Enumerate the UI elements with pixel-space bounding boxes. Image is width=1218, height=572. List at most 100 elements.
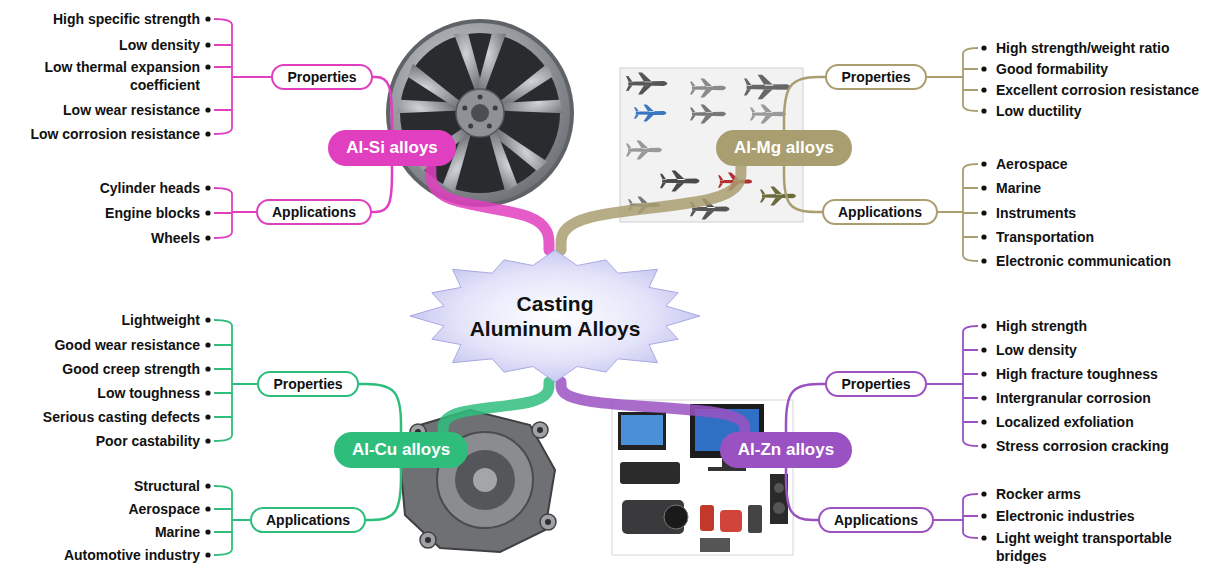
central-starburst: Casting Aluminum Alloys [410,250,700,382]
bullet-dot [205,390,210,395]
brace-lines [205,16,986,557]
bullet-label: Rocker arms [996,485,1081,503]
brace-line [214,486,250,555]
bullet-dot [205,414,210,419]
bullet-dot [205,483,210,488]
node-text: Properties [287,68,356,86]
bullet-dot [205,529,210,534]
node-text: Properties [273,375,342,393]
brace-line [927,326,978,446]
category-connector [373,77,392,130]
bullet-dot [981,491,986,496]
branch-connector [443,382,549,432]
bullet-label: Good wear resistance [54,336,200,354]
node-text: Properties [841,375,910,393]
bullet-label: Localized exfoliation [996,413,1134,431]
category-connector [359,384,401,432]
bullet-dot [981,234,986,239]
bullet-dot [981,45,986,50]
bullet-dot [981,87,986,92]
bullet-label: Electronic industries [996,507,1134,525]
bullet-label: Low ductility [996,102,1082,120]
bullet-dot [205,107,210,112]
alloy-branch-pill: Al-Cu alloys [334,432,468,468]
alloy-branch-pill: Al-Mg alloys [716,130,852,166]
category-pill: Properties [257,371,358,397]
bullet-label: Good formability [996,60,1108,78]
bullet-label: Aerospace [996,155,1068,173]
bullet-label: Cylinder heads [100,179,200,197]
bullet-dot [205,552,210,557]
bullet-label: Low density [119,36,200,54]
alloy-branch-pill: Al-Zn alloys [720,432,852,468]
node-text: Applications [266,511,350,529]
bullet-dot [205,16,210,21]
node-text: Al-Cu alloys [352,439,450,461]
starburst-outline [410,250,700,382]
bullet-label: Low thermal expansion coefficient [20,58,200,94]
bullet-label: Structural [134,477,200,495]
bullet-label: Lightweight [121,311,200,329]
branch-connector [561,166,741,250]
bullet-label: High fracture toughness [996,365,1158,383]
node-text: Applications [834,511,918,529]
category-connector [372,166,392,212]
brace-line [214,320,257,441]
bullet-dot [205,438,210,443]
node-text: Applications [838,203,922,221]
bullet-label: Good creep strength [62,360,200,378]
node-text: Casting Aluminum Alloys [465,291,645,341]
category-pill: Applications [822,199,938,225]
bullet-label: Serious casting defects [43,408,200,426]
bullet-dot [205,131,210,136]
bullet-label: Low density [996,341,1077,359]
bullet-dot [205,185,210,190]
bullet-dot [981,347,986,352]
bullet-dot [205,64,210,69]
brace-line [214,188,256,238]
bullet-label: Poor castability [96,432,200,450]
node-text: Properties [841,68,910,86]
brace-line [214,19,271,134]
bullet-label: Marine [155,523,200,541]
bullet-label: High strength [996,317,1087,335]
category-connector [366,468,401,520]
bullet-dot [205,317,210,322]
bullet-dot [981,66,986,71]
category-pill: Applications [250,507,366,533]
bullet-label: Low wear resistance [63,101,200,119]
category-connector [784,77,825,130]
bullet-label: High specific strength [53,10,200,28]
bullet-dot [981,371,986,376]
bullet-label: Transportation [996,228,1094,246]
bullet-label: Engine blocks [105,204,200,222]
bullet-label: Light weight transportable bridges [996,529,1210,565]
bullet-dot [981,258,986,263]
brace-line [934,494,978,538]
bullet-label: Low corrosion resistance [30,125,200,143]
category-connector [786,468,818,520]
branch-connector [561,382,745,432]
bullet-dot [981,323,986,328]
bullet-label: Stress corrosion cracking [996,437,1169,455]
bullet-label: Excellent corrosion resistance [996,81,1199,99]
brace-line [927,48,978,111]
category-pill: Applications [818,507,934,533]
category-connector [786,384,825,432]
category-connector [784,166,822,212]
bullet-dot [205,342,210,347]
bullet-dot [205,506,210,511]
category-pill: Properties [271,64,372,90]
bullet-dot [981,161,986,166]
bullet-dot [981,513,986,518]
bullet-dot [981,419,986,424]
brace-line [938,164,978,261]
node-text: Al-Si alloys [346,137,438,159]
bullet-dot [205,210,210,215]
category-pill: Properties [825,371,926,397]
bullet-label: Marine [996,179,1041,197]
alloy-branch-pill: Al-Si alloys [328,130,456,166]
bullet-label: Low toughness [97,384,200,402]
bullet-dot [205,42,210,47]
bullet-label: Intergranular corrosion [996,389,1151,407]
